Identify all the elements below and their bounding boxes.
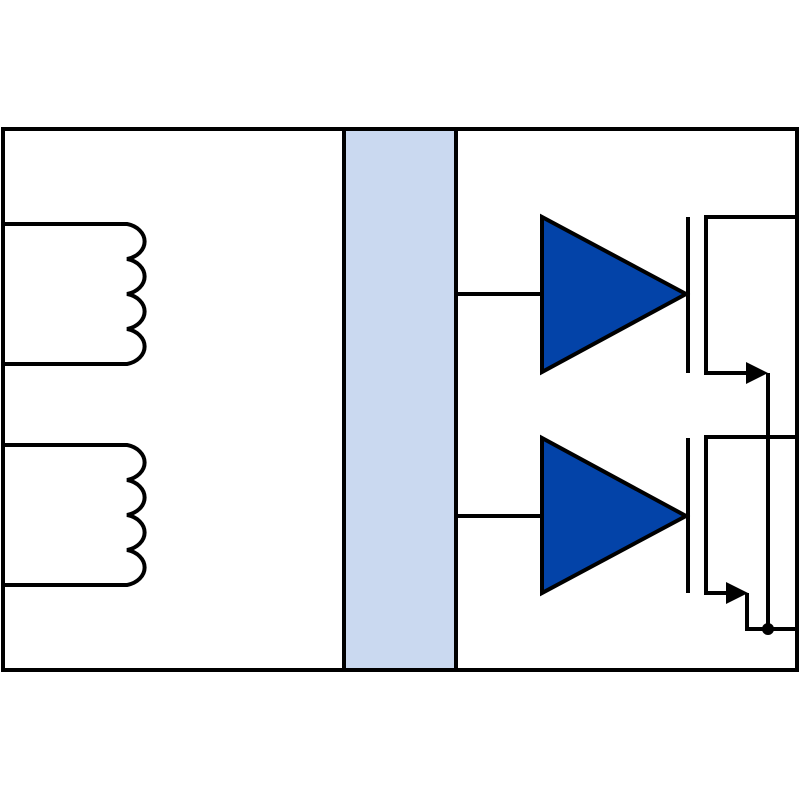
coil-bottom [3,443,147,587]
driver-amplifier-bottom [540,434,691,597]
transistor-bottom [686,435,797,631]
outer-box [1,127,799,672]
output-junction-dot [762,623,774,635]
transistor-top [686,215,797,629]
coil-top [3,222,147,366]
driver-amplifier-top [540,213,691,376]
isolation-barrier [342,127,458,672]
